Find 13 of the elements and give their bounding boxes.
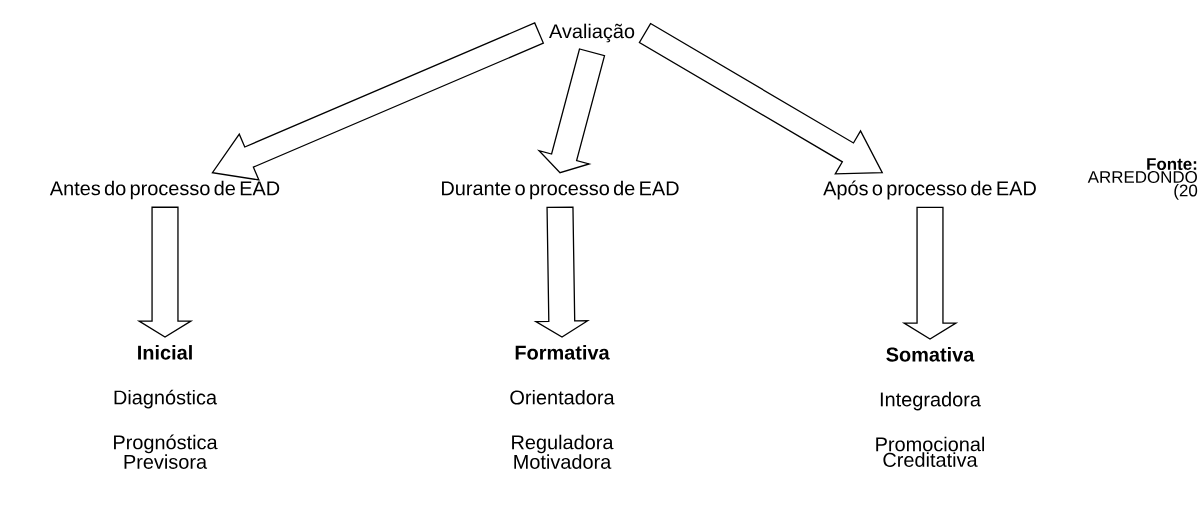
- heading-text: Avaliação: [549, 23, 635, 43]
- category-text: Formativa Orientadora Reguladora Motivadora: [510, 345, 615, 469]
- stage-text: Após o processo de EAD: [823, 180, 1036, 200]
- block-arrow: [537, 48, 606, 174]
- block-arrow: [533, 206, 590, 338]
- category-text: Inicial Diagnóstica Prognóstica Previsora: [114, 345, 218, 469]
- category-text: Somativa Integradora Promocional Creditativa: [876, 347, 984, 467]
- source-note: Fonte: ARREDONDO (20: [1087, 158, 1198, 200]
- stage-text: Antes do processo de EAD: [49, 180, 280, 200]
- stage-text: Durante o processo de EAD: [442, 180, 679, 200]
- block-arrow: [901, 206, 959, 340]
- block-arrow: [638, 22, 884, 175]
- block-arrow: [136, 206, 194, 338]
